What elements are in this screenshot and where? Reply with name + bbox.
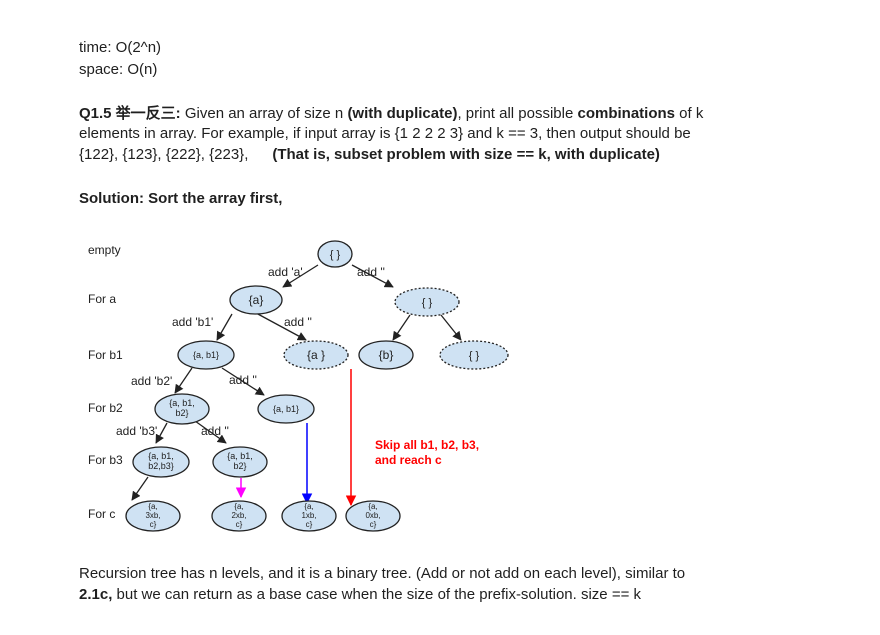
edge-label-add-empty-root: add '' <box>357 265 385 279</box>
edge-ab1b2-ab1b2b3 <box>155 422 168 444</box>
node-b-label: {b} <box>379 348 394 362</box>
node-c1 <box>281 500 337 532</box>
question-combinations: combinations <box>577 105 676 122</box>
edge-root-a <box>282 264 319 288</box>
question-note: (That is, subset problem with size == k,… <box>272 146 660 163</box>
node-empty-dashed-label: { } <box>422 297 433 309</box>
node-c1-label-1: {a, <box>304 502 313 511</box>
node-ab1b2b3 <box>132 446 190 478</box>
node-a-dashed <box>283 340 349 370</box>
node-ab1 <box>177 340 235 370</box>
edge-label-add-a: add 'a' <box>268 265 303 279</box>
edge-a-ab1 <box>216 313 233 341</box>
edge-label-add-b2: add 'b2' <box>131 374 172 388</box>
node-ab1b2-2-label-2: b2} <box>233 461 246 471</box>
edge-label-add-empty-ab1b2: add '' <box>201 424 229 438</box>
node-empty-dashed <box>394 287 460 317</box>
footer-line-2: 2.1c, but we can return as a base case w… <box>79 585 641 605</box>
node-ab1-label: {a, b1} <box>193 350 219 360</box>
question-example-output: {122}, {123}, {222}, {223}, <box>79 146 249 163</box>
solution-heading: Solution: Sort the array first, <box>79 190 283 207</box>
question-label: Q1.5 举一反三: <box>79 105 181 122</box>
space-complexity: space: O(n) <box>79 61 158 78</box>
node-ab1b2-2 <box>212 446 268 478</box>
node-c3-label-3: c} <box>150 520 157 529</box>
node-ab1b2 <box>154 393 210 425</box>
node-c3-label-2: 3xb, <box>145 511 160 520</box>
node-ab1b2-label-1: {a, b1, <box>169 398 195 408</box>
node-c0-label-2: 0xb, <box>365 511 380 520</box>
edge-root-empty <box>351 264 394 288</box>
node-root-label: { } <box>330 249 341 261</box>
node-c2-label-3: c} <box>236 520 243 529</box>
tree-nodes <box>125 240 509 532</box>
skip-note-line-1: Skip all b1, b2, b3, <box>375 438 479 452</box>
question-line-2: elements in array. For example, if input… <box>79 125 691 142</box>
question-text: Given an array of size n <box>180 105 348 122</box>
level-label-empty: empty <box>88 243 121 257</box>
node-ab1-2-label: {a, b1} <box>273 404 299 414</box>
node-c0 <box>345 500 401 532</box>
question-text-3: of k <box>675 105 704 122</box>
node-empty-dashed-2-label: { } <box>469 350 480 362</box>
node-c2-label-2: 2xb, <box>231 511 246 520</box>
node-ab1b2b3-label-1: {a, b1, <box>148 451 174 461</box>
edge-label-add-b1: add 'b1' <box>172 315 213 329</box>
question-line-1: Q1.5 举一反三: Given an array of size n (wit… <box>79 104 703 124</box>
edge-label-add-empty-ab1: add '' <box>229 373 257 387</box>
node-c0-label-3: c} <box>370 520 377 529</box>
node-ab1-2 <box>257 394 315 424</box>
node-a <box>229 285 283 315</box>
node-c2-label-1: {a, <box>234 502 243 511</box>
footer-ref: 2.1c, <box>79 586 113 603</box>
footer-text: but we can return as a base case when th… <box>112 586 642 603</box>
node-b <box>358 340 414 370</box>
edge-ab1b2b3-c3 <box>131 476 149 501</box>
node-c3-label-1: {a, <box>148 502 157 511</box>
node-empty-dashed-2 <box>439 340 509 370</box>
edge-a-adash <box>255 312 307 341</box>
node-c1-label-3: c} <box>306 520 313 529</box>
question-text-2: , print all possible <box>457 105 578 122</box>
node-a-label: {a} <box>249 293 264 307</box>
node-ab1b2-2-label-1: {a, b1, <box>227 451 253 461</box>
question-line-3: {122}, {123}, {222}, {223}, (That is, sub… <box>79 145 660 165</box>
footer-line-1: Recursion tree has n levels, and it is a… <box>79 565 686 582</box>
edge-ab1-ab1b <box>221 367 265 396</box>
level-label-a: For a <box>88 292 116 306</box>
edge-label-add-b3: add 'b3' <box>116 424 157 438</box>
edge-empty-b <box>392 314 411 341</box>
node-ab1b2b3-label-2: b2,b3} <box>148 461 174 471</box>
level-label-b1: For b1 <box>88 348 123 362</box>
question-dup: (with duplicate) <box>347 105 458 122</box>
level-label-b3: For b3 <box>88 453 123 467</box>
edge-ab1b2-ab1b2b <box>194 420 227 444</box>
level-label-c: For c <box>88 507 115 521</box>
node-a-dashed-label: {a } <box>307 348 325 362</box>
node-c2 <box>211 500 267 532</box>
edge-ab1-ab1b2 <box>174 367 193 394</box>
node-c1-label-2: 1xb, <box>301 511 316 520</box>
node-c0-label-1: {a, <box>368 502 377 511</box>
edge-label-add-empty-a: add '' <box>284 315 312 329</box>
edge-empty-empty2 <box>440 314 462 341</box>
node-ab1b2-label-2: b2} <box>175 408 188 418</box>
level-label-b2: For b2 <box>88 401 123 415</box>
time-complexity: time: O(2^n) <box>79 39 162 56</box>
node-c3 <box>125 500 181 532</box>
node-root <box>317 240 353 268</box>
skip-note-line-2: and reach c <box>375 453 442 467</box>
